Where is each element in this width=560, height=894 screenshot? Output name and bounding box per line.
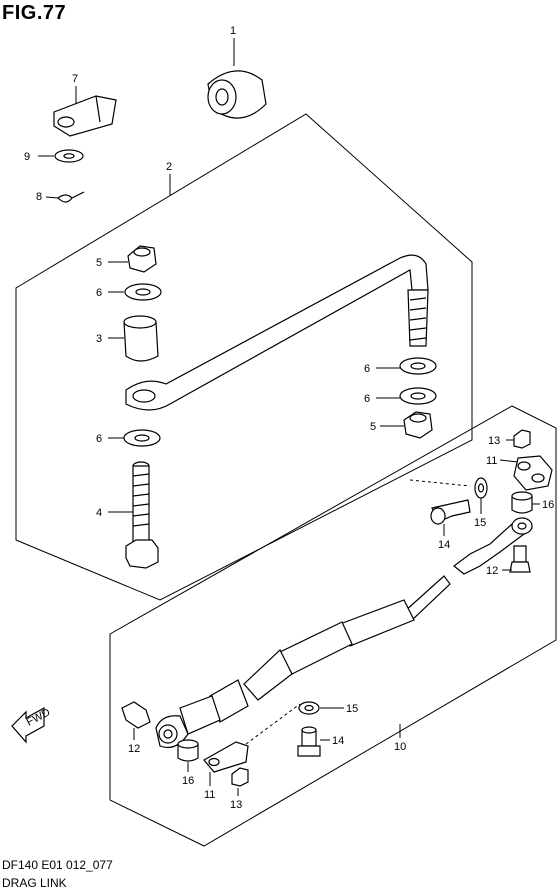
callout-2: 2 — [166, 161, 172, 173]
figure-title: FIG.77 — [2, 2, 67, 24]
callout-10: 10 — [394, 741, 406, 753]
washer-part — [474, 477, 488, 499]
push-pull-cable-part — [155, 517, 533, 749]
lower-assembly-box — [109, 405, 557, 847]
callout-12: 12 — [486, 565, 498, 577]
nut-part — [231, 767, 249, 787]
callout-7: 7 — [72, 73, 78, 85]
callout-5: 5 — [370, 421, 376, 433]
callout-15: 15 — [346, 703, 358, 715]
figure-code: DF140 E01 012_077 — [2, 858, 113, 872]
callout-9: 9 — [24, 151, 30, 163]
callout-6: 6 — [364, 393, 370, 405]
callout-13: 13 — [230, 799, 242, 811]
bracket-part — [53, 95, 117, 137]
washer-part — [124, 283, 162, 301]
bolt-part — [125, 461, 159, 569]
callout-4: 4 — [96, 507, 102, 519]
callout-11: 11 — [486, 455, 497, 467]
nut-part — [127, 245, 157, 273]
drag-link-rod-part — [125, 254, 429, 411]
nut-part — [513, 429, 531, 449]
clip-part — [57, 191, 85, 203]
callout-13: 13 — [488, 435, 500, 447]
callout-12: 12 — [128, 743, 140, 755]
callout-16: 16 — [182, 775, 194, 787]
callout-11: 11 — [204, 789, 215, 801]
upper-assembly-box — [15, 113, 473, 601]
callout-1: 1 — [230, 25, 236, 37]
washer-part — [399, 387, 437, 405]
nut-part — [403, 411, 433, 439]
callout-14: 14 — [332, 735, 344, 747]
callout-14: 14 — [438, 539, 450, 551]
washer-part — [298, 701, 320, 715]
fwd-arrow-icon — [11, 706, 45, 744]
bolt-part — [509, 545, 531, 573]
bracket-part — [513, 455, 553, 491]
collar-part — [511, 491, 533, 514]
bolt-part — [430, 499, 471, 525]
bushing-part — [123, 315, 159, 362]
bolt-part — [121, 701, 151, 729]
figure-name: DRAG LINK — [2, 876, 67, 890]
washer-part — [399, 357, 437, 375]
callout-6: 6 — [364, 363, 370, 375]
collar-part — [177, 739, 199, 762]
callout-16: 16 — [542, 499, 554, 511]
bolt-part — [297, 726, 321, 757]
callout-15: 15 — [474, 517, 486, 529]
washer-part — [54, 149, 84, 163]
bracket-part — [203, 741, 249, 773]
callout-5: 5 — [96, 257, 102, 269]
callout-8: 8 — [36, 191, 42, 203]
callout-6: 6 — [96, 287, 102, 299]
callout-3: 3 — [96, 333, 102, 345]
washer-part — [123, 429, 161, 447]
grommet-part — [207, 70, 267, 119]
callout-6: 6 — [96, 433, 102, 445]
